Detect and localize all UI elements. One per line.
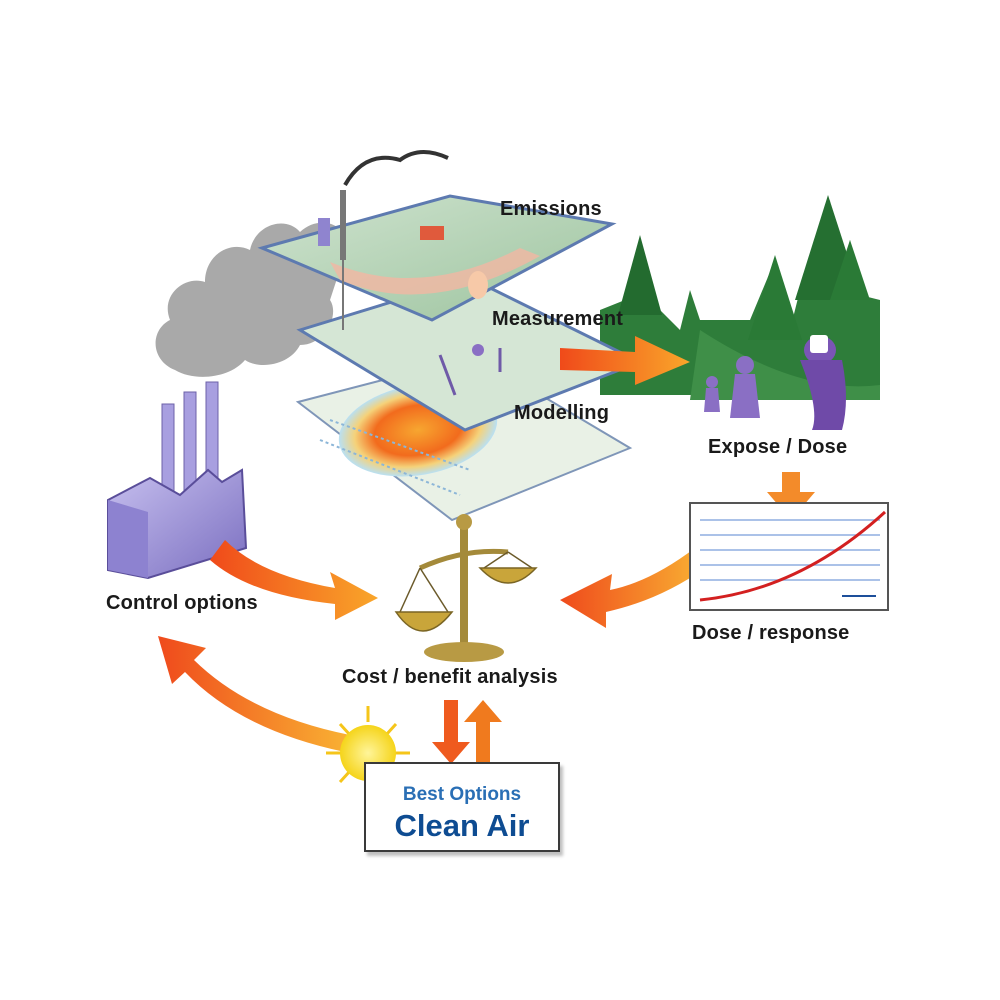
modelling-label: Modelling bbox=[514, 402, 610, 424]
arrow-control-to-cost bbox=[210, 540, 378, 620]
clean-air-outcome-box: Best Options Clean Air bbox=[364, 762, 560, 852]
clean-air-text: Clean Air bbox=[394, 808, 530, 843]
arrow-cost-to-clean-air bbox=[432, 700, 470, 764]
arrow-layers-to-exposure bbox=[560, 336, 690, 385]
arrow-exposure-to-doseresp bbox=[767, 472, 815, 520]
dose-response-chart-icon bbox=[689, 502, 889, 611]
arrow-clean-air-to-control bbox=[158, 636, 350, 752]
measurement-label: Measurement bbox=[492, 308, 624, 330]
factory-icon bbox=[107, 381, 248, 580]
balance-scale-icon bbox=[394, 514, 538, 662]
arrow-doseresp-to-cost bbox=[560, 548, 705, 628]
arrow-clean-air-to-cost bbox=[464, 700, 502, 762]
people-icon bbox=[704, 335, 846, 430]
cost-benefit-label: Cost / benefit analysis bbox=[342, 666, 558, 688]
exposure-dose-label: Expose / Dose bbox=[708, 436, 848, 458]
best-options-text: Best Options bbox=[402, 784, 522, 805]
dose-response-label: Dose / response bbox=[692, 622, 850, 644]
emissions-label: Emissions bbox=[500, 198, 602, 220]
control-options-label: Control options bbox=[106, 592, 258, 614]
emissions-layer bbox=[257, 150, 617, 330]
